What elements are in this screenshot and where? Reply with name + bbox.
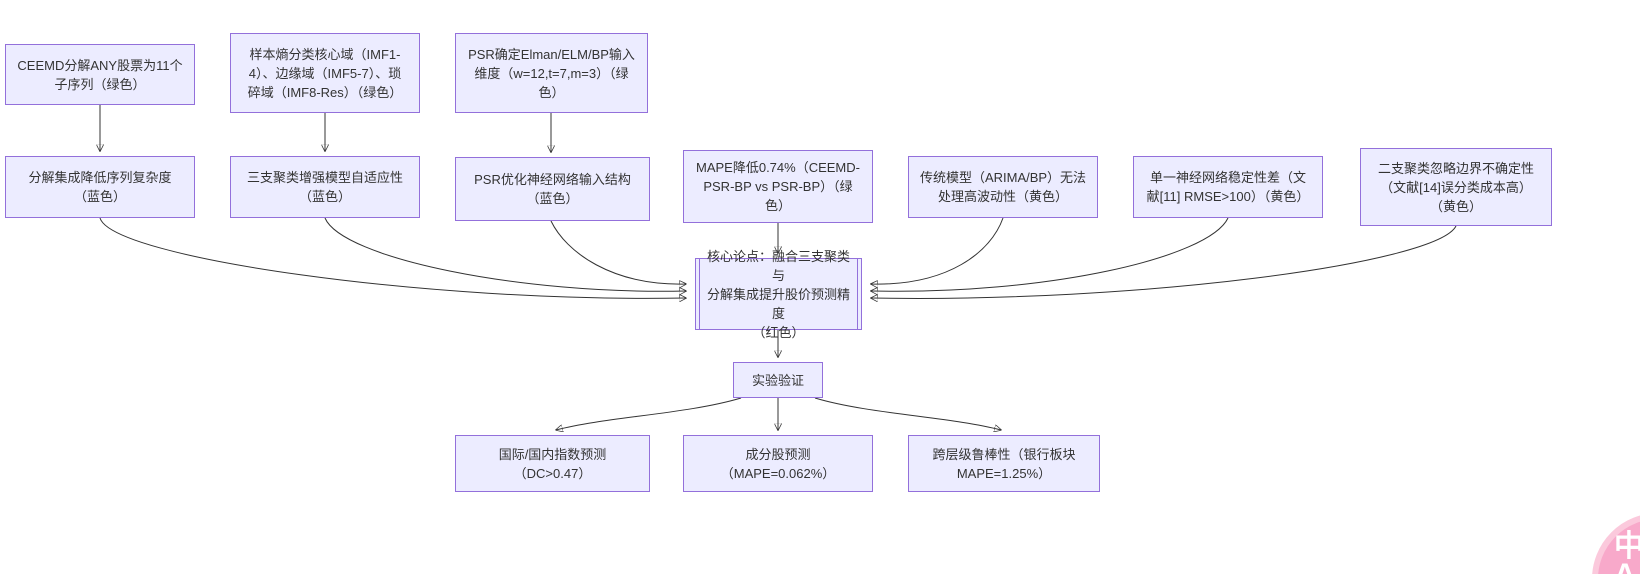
flow-arrow	[556, 397, 742, 430]
flow-node-mid-decomposition: 分解集成降低序列复杂度 （蓝色）	[5, 156, 195, 218]
flow-node-mid-psr-optimize: PSR优化神经网络输入结构 （蓝色）	[455, 157, 650, 221]
flow-arrow	[871, 225, 1457, 298]
flow-node-mid-three-way: 三支聚类增强模型自适应性 （蓝色）	[230, 156, 420, 218]
flow-node-top-psr-dimension: PSR确定Elman/ELM/BP输入 维度（w=12,t=7,m=3）（绿 色…	[455, 33, 648, 113]
flow-arrow	[871, 217, 1229, 291]
flow-arrow	[324, 217, 686, 291]
flow-node-bottom-robust: 跨层级鲁棒性（银行板块 MAPE=1.25%）	[908, 435, 1100, 492]
flow-node-bottom-index: 国际/国内指数预测 （DC>0.47）	[455, 435, 650, 492]
flow-node-experiment: 实验验证	[733, 362, 823, 398]
flow-node-top-sample-entropy: 样本熵分类核心域（IMF1- 4）、边缘域（IMF5-7）、琐 碎域（IMF8-…	[230, 33, 420, 113]
flow-arrow	[871, 217, 1004, 284]
flow-node-mid-traditional: 传统模型（ARIMA/BP）无法 处理高波动性（黄色）	[908, 156, 1098, 218]
flow-node-mid-mape: MAPE降低0.74%（CEEMD- PSR-BP vs PSR-BP）（绿 色…	[683, 150, 873, 223]
flow-node-mid-two-way: 二支聚类忽略边界不确定性 （文献[14]误分类成本高） （黄色）	[1360, 148, 1552, 226]
flow-node-bottom-component: 成分股预测 （MAPE=0.062%）	[683, 435, 873, 492]
flow-arrow	[99, 217, 686, 298]
flow-node-mid-single-nn: 单一神经网络稳定性差（文 献[11] RMSE>100）（黄色）	[1133, 156, 1323, 218]
flow-arrow	[814, 397, 1001, 430]
flow-node-core-thesis: 核心论点：融合三支聚类与 分解集成提升股价预测精度 （红色）	[695, 249, 862, 340]
flow-node-top-ceemd: CEEMD分解ANY股票为11个 子序列（绿色）	[5, 44, 195, 105]
flow-arrow	[550, 220, 686, 284]
